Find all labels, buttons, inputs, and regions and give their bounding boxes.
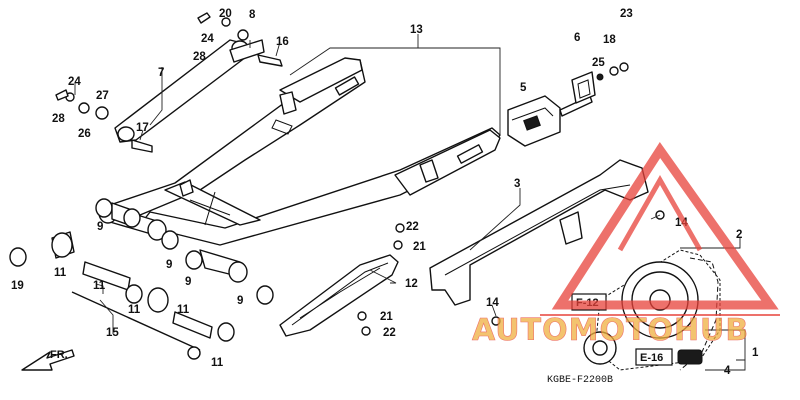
pivot-hardware-parts	[9, 198, 274, 360]
callout-9c: 9	[185, 276, 191, 288]
top-hardware-parts	[55, 12, 283, 153]
chain-slider-part	[279, 254, 399, 337]
callout-25: 25	[592, 57, 605, 69]
callout-9a: 9	[97, 221, 103, 233]
callout-18: 18	[603, 34, 616, 46]
swingarm-part	[98, 57, 501, 283]
callout-13: 13	[410, 24, 423, 36]
watermark-text: AUTOMOTOHUB	[472, 313, 749, 348]
triangle-logo-icon	[540, 141, 780, 316]
callout-3: 3	[514, 178, 520, 190]
callout-6: 6	[574, 32, 580, 44]
callout-24b: 24	[68, 76, 81, 88]
svg-text:E-16: E-16	[640, 352, 663, 364]
ref-box-e16: E-16	[635, 348, 673, 366]
callout-5: 5	[520, 82, 527, 94]
callout-24: 24	[201, 33, 214, 45]
callout-19: 19	[11, 280, 24, 292]
callout-8: 8	[249, 9, 256, 21]
callout-11d: 11	[211, 357, 224, 369]
chain-adjuster-part	[507, 62, 629, 147]
svg-text:FR.: FR.	[50, 349, 68, 361]
chain-case-part	[429, 159, 649, 306]
callout-7: 7	[158, 67, 164, 79]
callout-15: 15	[106, 327, 119, 339]
callout-28: 28	[193, 51, 206, 63]
callout-17: 17	[136, 122, 149, 134]
watermark-logo: AUTOMOTOHUB	[472, 141, 780, 348]
callout-27: 27	[96, 90, 109, 102]
callout-12: 12	[405, 278, 418, 290]
front-direction-indicator: FR.	[21, 349, 75, 371]
callout-22: 22	[406, 221, 419, 233]
callout-9d: 9	[237, 295, 243, 307]
callout-16: 16	[276, 36, 289, 48]
callout-10: 11	[93, 280, 106, 292]
callout-9b: 9	[166, 259, 172, 271]
callout-21b: 21	[380, 311, 393, 323]
fastener-parts	[357, 210, 665, 336]
callout-11b: 11	[128, 304, 141, 316]
callout-23: 23	[620, 8, 633, 20]
callout-4: 4	[724, 365, 731, 377]
torque-rod-part	[114, 39, 265, 143]
callout-14b: 14	[486, 297, 499, 309]
callout-numbers: 20 8 24 28 16 13 7 24 27 28 26 17 23 6 1…	[11, 8, 759, 377]
callout-28b: 28	[52, 113, 65, 125]
callout-11a: 11	[54, 267, 67, 279]
callout-21: 21	[413, 241, 426, 253]
callout-2: 2	[736, 229, 742, 241]
callout-22b: 22	[383, 327, 396, 339]
callout-1: 1	[752, 347, 759, 359]
callout-26: 26	[78, 128, 91, 140]
callout-20: 20	[219, 8, 232, 20]
diagram-code: KGBE-F2200B	[547, 375, 613, 386]
callout-11c: 11	[177, 304, 190, 316]
